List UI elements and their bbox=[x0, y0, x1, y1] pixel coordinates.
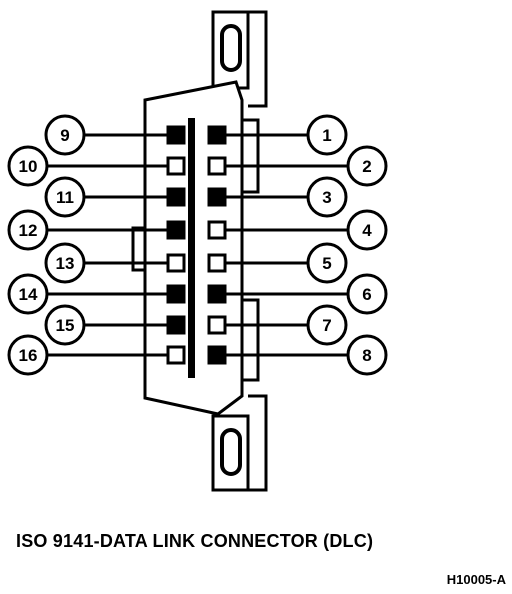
pin-6: 6 bbox=[207, 273, 388, 315]
pin-number-label: 11 bbox=[56, 188, 74, 207]
pin-4: 4 bbox=[207, 209, 388, 251]
pin-callout-circle bbox=[346, 209, 388, 251]
bottom-mounting-slot bbox=[220, 428, 242, 476]
pin-2: 2 bbox=[207, 145, 388, 187]
figure-code: H10005-A bbox=[446, 572, 506, 587]
pin-number-label: 6 bbox=[362, 285, 371, 304]
pin-callout-circle bbox=[44, 242, 86, 284]
top-mounting-tab bbox=[211, 10, 268, 108]
pin-number-label: 10 bbox=[19, 157, 38, 176]
pin-callout-circle bbox=[7, 209, 49, 251]
pin-number-label: 12 bbox=[19, 221, 38, 240]
pin-8: 8 bbox=[207, 334, 388, 376]
pin-contact-populated bbox=[166, 315, 186, 335]
pin-number-label: 5 bbox=[322, 254, 331, 273]
right-rail-lower bbox=[242, 298, 260, 382]
pin-12: 12 bbox=[7, 209, 186, 251]
pin-number-label: 16 bbox=[19, 346, 38, 365]
pin-callout-circle bbox=[7, 273, 49, 315]
pin-number-label: 9 bbox=[60, 126, 69, 145]
pin-contact-populated bbox=[166, 284, 186, 304]
pin-contact-populated bbox=[207, 125, 227, 145]
pin-16: 16 bbox=[7, 334, 186, 376]
pin-number-label: 2 bbox=[362, 157, 371, 176]
pin-contact-empty bbox=[207, 315, 227, 335]
pin-contact-populated bbox=[207, 345, 227, 365]
pin-3: 3 bbox=[207, 176, 348, 218]
pin-5: 5 bbox=[207, 242, 348, 284]
pin-callout-circle bbox=[306, 176, 348, 218]
pin-callout-circle bbox=[44, 114, 86, 156]
left-key bbox=[131, 226, 145, 272]
pin-number-label: 3 bbox=[322, 188, 331, 207]
pin-callout-circle bbox=[7, 334, 49, 376]
pin-callout-circle bbox=[346, 273, 388, 315]
pin-contact-populated bbox=[207, 284, 227, 304]
pin-number-label: 15 bbox=[56, 316, 75, 335]
pin-contact-populated bbox=[207, 187, 227, 207]
pin-callout-circle bbox=[7, 145, 49, 187]
pin-contact-populated bbox=[166, 125, 186, 145]
pin-contact-empty bbox=[207, 220, 227, 240]
pin-callout-circle bbox=[346, 145, 388, 187]
pin-callout-circle bbox=[306, 242, 348, 284]
pin-number-label: 8 bbox=[362, 346, 371, 365]
right-rail bbox=[242, 118, 260, 194]
pin-contact-empty bbox=[166, 253, 186, 273]
pin-7: 7 bbox=[207, 304, 348, 346]
pin-contact-empty bbox=[207, 156, 227, 176]
pin-contact-empty bbox=[166, 345, 186, 365]
top-mounting-slot bbox=[220, 24, 242, 72]
pin-callout-circle bbox=[44, 304, 86, 346]
pin-number-label: 1 bbox=[322, 126, 331, 145]
pin-callout-circle bbox=[346, 334, 388, 376]
pin-10: 10 bbox=[7, 145, 186, 187]
pin-contact-populated bbox=[166, 220, 186, 240]
pin-1: 1 bbox=[207, 114, 348, 156]
pin-13: 13 bbox=[44, 242, 186, 284]
pin-callout-circle bbox=[306, 114, 348, 156]
pin-14: 14 bbox=[7, 273, 186, 315]
pin-callout-circle bbox=[306, 304, 348, 346]
pin-contact-empty bbox=[166, 156, 186, 176]
pin-9: 9 bbox=[44, 114, 186, 156]
bottom-mounting-tab bbox=[211, 394, 268, 492]
pin-callout-circle bbox=[44, 176, 86, 218]
pin-number-label: 14 bbox=[19, 285, 38, 304]
pin-contact-populated bbox=[166, 187, 186, 207]
pin-15: 15 bbox=[44, 304, 186, 346]
diagram-caption: ISO 9141-DATA LINK CONNECTOR (DLC) bbox=[16, 531, 374, 551]
pin-contact-empty bbox=[207, 253, 227, 273]
pin-number-label: 7 bbox=[322, 316, 331, 335]
pin-11: 11 bbox=[44, 176, 186, 218]
pin-number-label: 13 bbox=[56, 254, 75, 273]
centre-divider bbox=[188, 118, 195, 378]
pin-number-label: 4 bbox=[362, 221, 372, 240]
